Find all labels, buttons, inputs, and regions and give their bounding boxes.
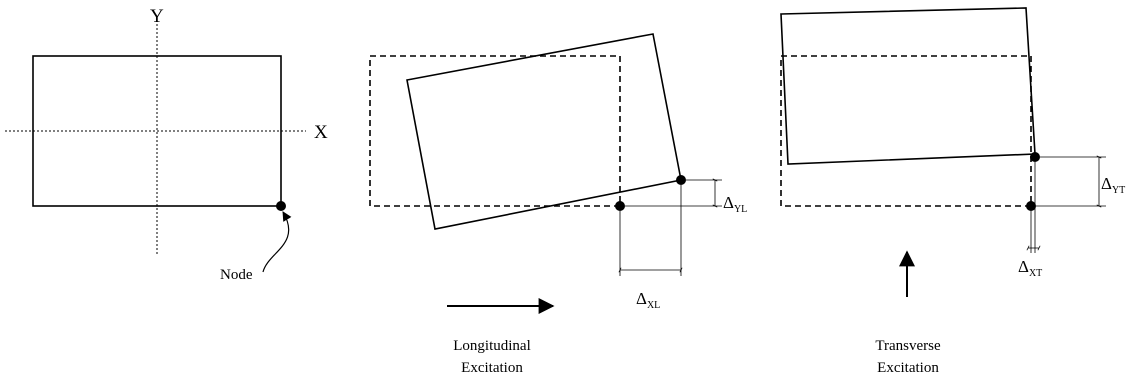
original-frame-dashed: [780, 55, 1032, 207]
transverse-caption-line1: Transverse: [875, 338, 941, 354]
panel-original: Y X Node: [5, 6, 328, 283]
delta-yt-label: ΔYT: [1101, 174, 1125, 196]
node-pointer-arrow: [262, 211, 292, 273]
node-point: [276, 201, 286, 211]
original-frame-dashed: [369, 55, 621, 207]
y-axis-label: Y: [150, 6, 164, 27]
delta-yl-label: ΔYL: [723, 193, 747, 215]
deformed-frame: [406, 33, 682, 230]
longitudinal-caption-line2: Excitation: [461, 360, 523, 376]
displaced-node-point: [1030, 152, 1040, 162]
transverse-caption-line2: Excitation: [877, 360, 939, 376]
longitudinal-caption-line1: Longitudinal: [453, 338, 531, 354]
displaced-node-point: [676, 175, 686, 185]
panel-transverse: ΔYT ΔXT Transverse Excitation: [780, 7, 1125, 376]
delta-xt-label: ΔXT: [1018, 257, 1042, 279]
panel-longitudinal: ΔYL ΔXL Longitudinal Excitation: [369, 33, 747, 376]
original-node-point: [1026, 201, 1036, 211]
deformed-frame: [780, 7, 1036, 165]
node-label: Node: [220, 267, 253, 283]
x-axis-label: X: [314, 122, 328, 143]
original-node-point: [615, 201, 625, 211]
delta-xl-label: ΔXL: [636, 289, 660, 311]
